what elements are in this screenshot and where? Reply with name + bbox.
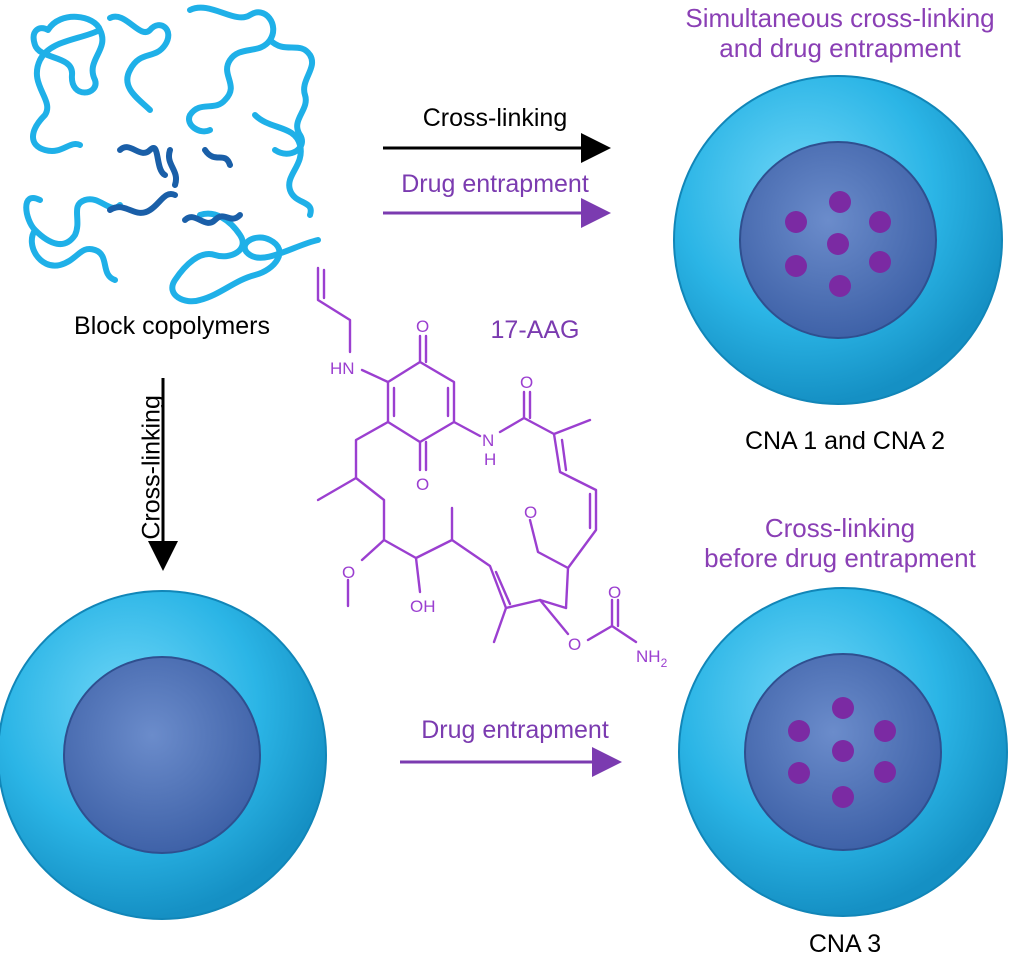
label-before-line1: Cross-linking <box>764 513 916 543</box>
drug-dot <box>829 191 851 213</box>
drug-dot <box>869 251 891 273</box>
amine-bond <box>360 368 390 384</box>
quinone-double <box>392 386 450 418</box>
polymer-chain-light <box>169 210 321 305</box>
nanoassembly-empty <box>0 590 327 920</box>
atom-o-bottom: O <box>416 475 429 494</box>
methoxy-right <box>528 518 570 570</box>
allyl-bond <box>316 266 352 354</box>
drug-dot <box>788 720 810 742</box>
methoxy-left <box>346 538 386 608</box>
block-copolymers-illustration <box>23 4 321 305</box>
hydroxyl <box>414 556 422 594</box>
atom-oh: OH <box>410 597 436 616</box>
label-block-copolymers: Block copolymers <box>74 312 270 340</box>
atom-o-top: O <box>416 317 429 336</box>
drug-dot <box>788 762 810 784</box>
label-drug-name: 17-AAG <box>490 316 580 344</box>
nanoassembly-cna12 <box>673 75 1003 405</box>
drug-dot <box>832 697 854 719</box>
drug-dot <box>785 255 807 277</box>
polymer-chain-light <box>30 13 172 155</box>
drug-dot <box>832 786 854 808</box>
molecule-atoms: O O O HN N H O O OH O O NH2 <box>330 317 668 670</box>
drug-dot <box>832 740 854 762</box>
drug-dot <box>874 761 896 783</box>
atom-o-methoxy-right: O <box>524 503 537 522</box>
carbonyl-bottom <box>418 440 428 472</box>
quinone-ring <box>386 360 456 444</box>
label-cross-linking-vertical: Cross-linking <box>137 395 166 540</box>
label-cna3: CNA 3 <box>808 930 882 958</box>
label-drug-entrapment-top: Drug entrapment <box>401 170 589 198</box>
label-drug-entrapment-bottom: Drug entrapment <box>421 716 609 744</box>
atom-o-carbamate: O <box>568 635 581 654</box>
macrocycle-left-double <box>494 570 512 606</box>
macrocycle-right-double <box>560 438 592 530</box>
carbamate <box>538 598 638 644</box>
atom-o-amide: O <box>520 373 533 392</box>
nanoassembly-cna3 <box>678 587 1008 917</box>
methyl-bottom <box>492 606 508 644</box>
drug-dot <box>869 211 891 233</box>
drug-dot <box>827 233 849 255</box>
label-simultaneous-line2: and drug entrapment <box>719 32 961 63</box>
label-cross-linking-top: Cross-linking <box>422 104 568 132</box>
drug-dot <box>829 275 851 297</box>
atom-o-methoxy-left: O <box>342 563 355 582</box>
macrocycle-right <box>552 432 598 610</box>
atom-hn-ring: HN <box>330 359 355 378</box>
label-before: Cross-linking before drug entrapment <box>665 513 1015 574</box>
polymer-chain-light <box>23 195 123 283</box>
amide-bond <box>452 390 592 438</box>
label-before-line2: before drug entrapment <box>704 542 976 573</box>
drug-dot <box>874 720 896 742</box>
polymer-chain-light <box>252 112 314 218</box>
atom-o-carbonyl: O <box>608 583 621 602</box>
methyl-left <box>316 476 358 502</box>
molecule-17-aag <box>316 266 638 644</box>
label-cna12: CNA 1 and CNA 2 <box>744 427 946 455</box>
carbonyl-top <box>418 334 428 364</box>
polymer-chain-dark <box>107 144 243 226</box>
label-simultaneous: Simultaneous cross-linking and drug entr… <box>655 3 1024 64</box>
label-simultaneous-line1: Simultaneous cross-linking <box>685 3 995 33</box>
core <box>63 656 261 854</box>
arrows <box>148 133 622 777</box>
atom-n-amide: N <box>482 431 494 450</box>
drug-dot <box>785 211 807 233</box>
atom-nh2: NH2 <box>636 647 668 670</box>
atom-h-amide: H <box>484 450 496 469</box>
